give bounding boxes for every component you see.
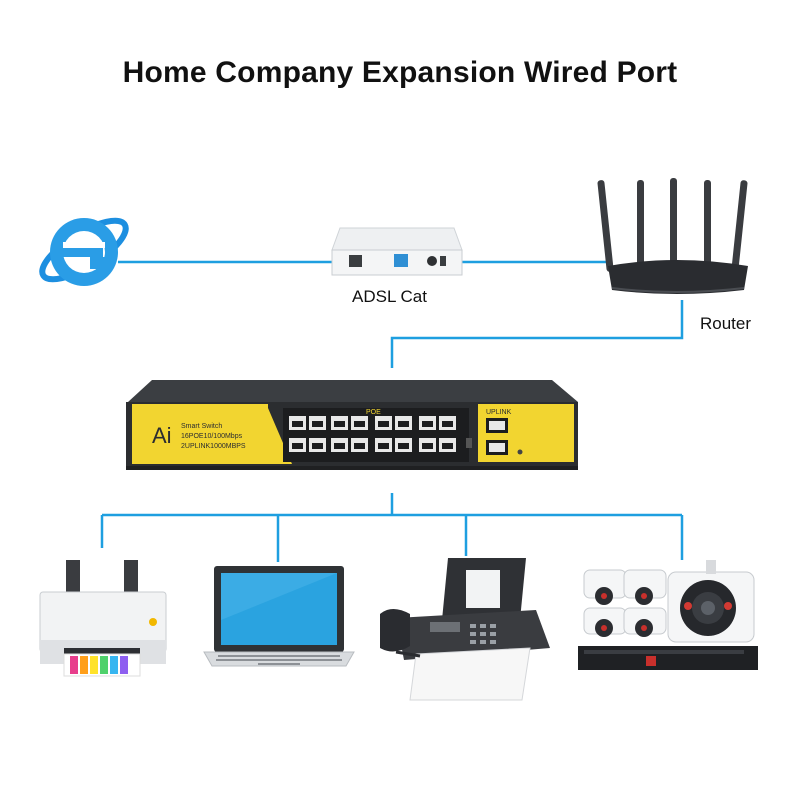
fax-machine-icon: [380, 558, 550, 701]
line-router-to-switch: [390, 300, 684, 368]
switch-line-1: Smart Switch: [181, 423, 222, 430]
switch-line-3: 2UPLINK1000MBPS: [181, 443, 246, 450]
adsl-modem-icon: [331, 227, 463, 276]
printer-icon: [39, 560, 167, 677]
uplink-ports: [486, 418, 508, 455]
page-title: Home Company Expansion Wired Port: [122, 56, 678, 89]
router-icon: [597, 178, 748, 294]
poe-port-label: POE: [366, 409, 381, 416]
laptop-icon: [203, 566, 355, 667]
cctv-cameras-icon: [578, 560, 758, 670]
poe-switch-icon: Ai Smart Switch 16POE10/100Mbps 2UPLINK1…: [126, 380, 578, 470]
adsl-label: ADSL Cat: [352, 287, 427, 306]
printed-paper: [63, 653, 141, 677]
switch-line-2: 16POE10/100Mbps: [181, 433, 243, 440]
internet-explorer-icon: [39, 217, 129, 286]
switch-brand: Ai: [152, 423, 172, 448]
uplink-port-label: UPLINK: [486, 409, 512, 416]
router-label: Router: [700, 314, 751, 333]
connection-lines: [100, 260, 684, 562]
